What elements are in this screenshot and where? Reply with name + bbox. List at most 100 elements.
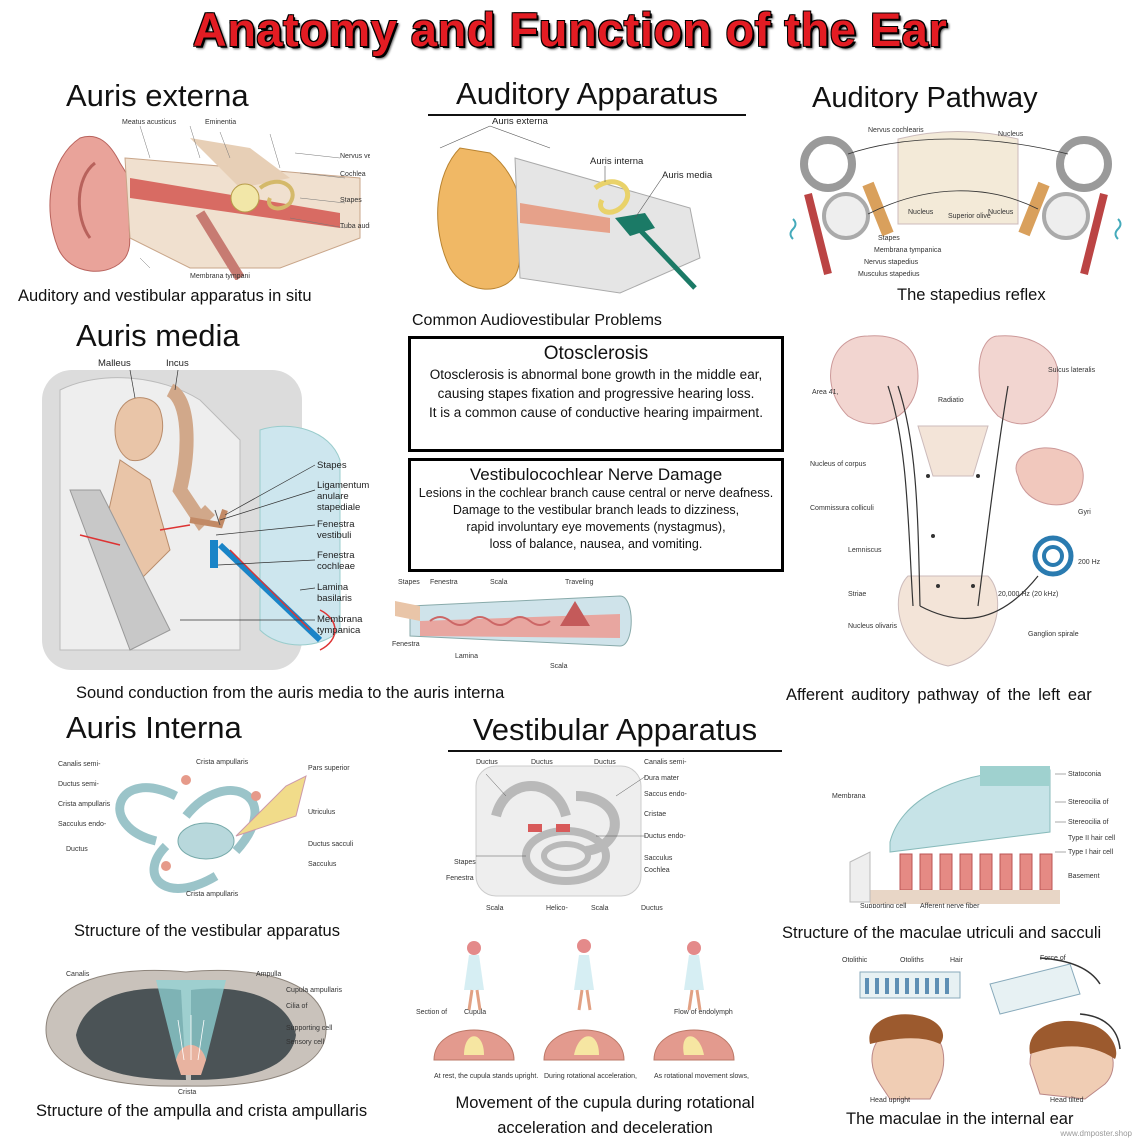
svg-text:Basement: Basement xyxy=(1068,873,1100,880)
svg-text:Flow of endolymph: Flow of endolymph xyxy=(674,1009,733,1016)
stapedius-reflex-illustration: Nervus cochlearis Nucleus Nucleus Superi… xyxy=(789,127,1122,278)
svg-text:Traveling: Traveling xyxy=(565,579,594,586)
svg-text:Afferent nerve fiber: Afferent nerve fiber xyxy=(920,903,980,908)
svg-text:Cochlea: Cochlea xyxy=(340,171,366,178)
svg-text:Helico-: Helico- xyxy=(546,905,568,912)
svg-text:vestibuli: vestibuli xyxy=(317,530,351,541)
problems-heading: Common Audiovestibular Problems xyxy=(412,312,662,329)
svg-text:Canalis: Canalis xyxy=(66,971,90,978)
svg-text:Gyri: Gyri xyxy=(1078,509,1091,516)
svg-text:Scala: Scala xyxy=(591,905,609,912)
svg-text:Force of: Force of xyxy=(1040,955,1066,962)
svg-text:Ganglion spirale: Ganglion spirale xyxy=(1028,631,1079,638)
auris-media-caption: Sound conduction from the auris media to… xyxy=(76,684,505,702)
svg-text:Area 41,: Area 41, xyxy=(812,389,839,396)
svg-text:tympanica: tympanica xyxy=(317,625,361,636)
svg-text:Tuba auditiva: Tuba auditiva xyxy=(340,223,370,230)
auditory-pathway-heading: Auditory Pathway xyxy=(812,82,1038,114)
svg-text:Membrana tympanica: Membrana tympanica xyxy=(874,247,941,254)
svg-text:Dura mater: Dura mater xyxy=(644,775,680,782)
svg-text:20,000 Hz (20 kHz): 20,000 Hz (20 kHz) xyxy=(998,591,1058,598)
svg-text:Nucleus: Nucleus xyxy=(998,131,1024,138)
svg-text:As rotational movement slows,: As rotational movement slows, xyxy=(654,1073,749,1080)
svg-text:Sacculus: Sacculus xyxy=(644,855,673,862)
svg-text:200 Hz: 200 Hz xyxy=(1078,559,1101,566)
svg-text:Membrana tympani: Membrana tympani xyxy=(190,273,250,280)
svg-text:Ductus: Ductus xyxy=(594,759,616,766)
svg-text:At rest, the cupula stands upr: At rest, the cupula stands upright. xyxy=(434,1073,538,1080)
maculae-internal-illustration: Otolithic Otoliths Hair Force of Head up… xyxy=(842,955,1121,1104)
svg-text:Incus: Incus xyxy=(166,358,189,369)
svg-text:Nucleus olivaris: Nucleus olivaris xyxy=(848,623,898,630)
nerve-damage-line: loss of balance, nausea, and vomiting. xyxy=(489,537,703,551)
nerve-damage-line: rapid involuntary eye movements (nystagm… xyxy=(466,520,726,534)
svg-text:Ductus sacculi: Ductus sacculi xyxy=(308,841,354,848)
svg-text:Ampulla: Ampulla xyxy=(256,971,281,978)
ampulla-caption: Structure of the ampulla and crista ampu… xyxy=(36,1102,368,1120)
svg-text:Stapes: Stapes xyxy=(340,197,362,204)
auris-externa-caption: Auditory and vestibular apparatus in sit… xyxy=(18,287,312,305)
svg-text:Head tilted: Head tilted xyxy=(1050,1097,1084,1104)
svg-text:Saccus endo-: Saccus endo- xyxy=(644,791,687,798)
maculae-caption: Structure of the maculae utriculi and sa… xyxy=(782,924,1102,942)
traveling-wave-illustration: Stapes Fenestra Scala Traveling Fenestra… xyxy=(392,579,632,670)
svg-text:Ligamentum: Ligamentum xyxy=(317,480,369,491)
svg-text:Fenestra: Fenestra xyxy=(317,550,355,561)
svg-text:Membrana: Membrana xyxy=(317,614,363,625)
svg-text:Type I hair cell: Type I hair cell xyxy=(1068,849,1114,856)
svg-text:Nucleus: Nucleus xyxy=(988,209,1014,216)
auris-externa-heading: Auris externa xyxy=(66,78,249,113)
svg-text:Fenestra: Fenestra xyxy=(446,875,474,882)
svg-text:anulare: anulare xyxy=(317,491,349,502)
svg-text:During rotational acceleration: During rotational acceleration, xyxy=(544,1073,637,1080)
auris-media-illustration: Malleus Incus Stapes Ligamentum anulare … xyxy=(42,358,369,670)
svg-text:Cilia of: Cilia of xyxy=(286,1003,307,1010)
poster-title: Anatomy and Function of the Ear xyxy=(192,3,948,56)
ampulla-illustration: Canalis Ampulla Cupula ampullaris Cilia … xyxy=(45,969,343,1096)
svg-text:Eminentia: Eminentia xyxy=(205,119,236,126)
svg-text:Crista ampullaris: Crista ampullaris xyxy=(186,891,239,898)
svg-text:Fenestra: Fenestra xyxy=(392,641,420,648)
svg-text:Ductus: Ductus xyxy=(476,759,498,766)
svg-text:cochleae: cochleae xyxy=(317,561,355,572)
svg-text:Sensory cell: Sensory cell xyxy=(286,1039,325,1046)
auris-media-heading: Auris media xyxy=(76,318,240,353)
svg-text:Section of: Section of xyxy=(416,1009,447,1016)
svg-text:Ductus: Ductus xyxy=(531,759,553,766)
svg-text:Canalis semi-: Canalis semi- xyxy=(58,761,101,768)
svg-text:Malleus: Malleus xyxy=(98,358,131,369)
label-auris-externa: Auris externa xyxy=(492,118,549,127)
svg-text:Stapes: Stapes xyxy=(317,460,347,471)
svg-text:Ductus: Ductus xyxy=(641,905,663,912)
svg-text:Cupula ampullaris: Cupula ampullaris xyxy=(286,987,343,994)
maculae-internal-caption: The maculae in the internal ear xyxy=(846,1110,1074,1128)
vestibular-apparatus-heading: Vestibular Apparatus xyxy=(448,712,782,752)
svg-text:Stapes: Stapes xyxy=(878,235,900,242)
svg-text:Commissura colliculi: Commissura colliculi xyxy=(810,505,874,512)
svg-text:Crista ampullaris: Crista ampullaris xyxy=(196,759,249,766)
svg-text:Nervus stapedius: Nervus stapedius xyxy=(864,259,919,266)
svg-text:Striae: Striae xyxy=(848,591,866,598)
label-auris-interna: Auris interna xyxy=(590,156,644,167)
svg-text:Lamina: Lamina xyxy=(455,653,478,660)
otosclerosis-box: Otosclerosis Otosclerosis is abnormal bo… xyxy=(408,336,784,452)
cupula-movement-illustration: Section of Cupula Flow of endolymph At r… xyxy=(416,939,749,1080)
svg-text:Sulcus lateralis: Sulcus lateralis xyxy=(1048,367,1096,374)
auditory-pathway-caption: The stapedius reflex xyxy=(897,286,1046,304)
svg-text:Supporting cell: Supporting cell xyxy=(286,1025,333,1032)
ear-in-situ-illustration: Meatus acusticus Eminentia Nervus vestib… xyxy=(49,119,370,280)
svg-text:Stapes: Stapes xyxy=(454,859,476,866)
svg-text:Lamina: Lamina xyxy=(317,582,349,593)
otosclerosis-line: causing stapes fixation and progressive … xyxy=(437,386,755,401)
auditory-apparatus-illustration: Auris externa Auris interna Auris media xyxy=(437,118,713,294)
afferent-pathway-caption: Afferent auditory pathway of the left ea… xyxy=(786,686,1092,704)
svg-text:Sacculus: Sacculus xyxy=(308,861,337,868)
svg-text:Canalis semi-: Canalis semi- xyxy=(644,759,687,766)
svg-text:Stereocilia of: Stereocilia of xyxy=(1068,819,1109,826)
svg-text:Ductus endo-: Ductus endo- xyxy=(644,833,686,840)
watermark: www.dmposter.shop xyxy=(1060,1129,1132,1138)
svg-text:Statoconia: Statoconia xyxy=(1068,771,1101,778)
svg-text:basilaris: basilaris xyxy=(317,593,352,604)
auris-interna-caption: Structure of the vestibular apparatus xyxy=(74,922,340,940)
nerve-damage-line: Damage to the vestibular branch leads to… xyxy=(452,503,740,517)
